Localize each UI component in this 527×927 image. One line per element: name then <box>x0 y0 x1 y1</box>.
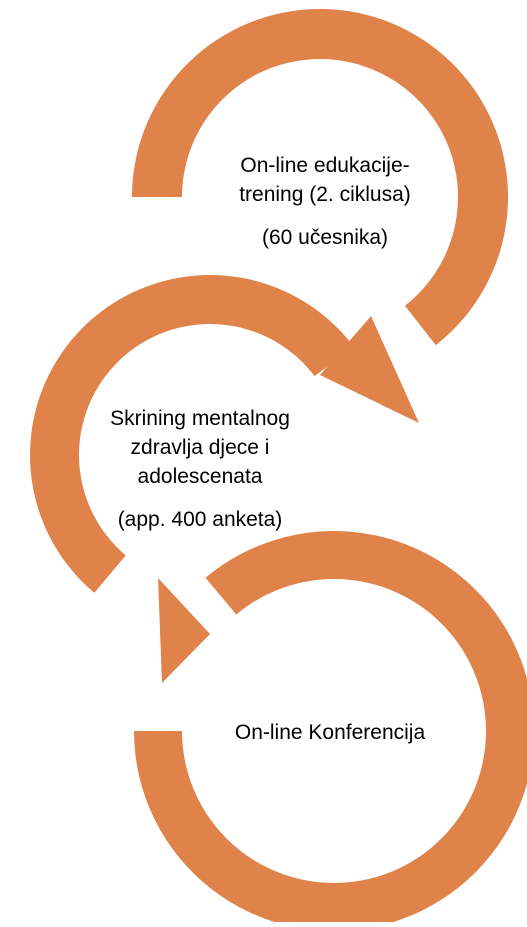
step-1-line-1: On-line edukacije- <box>240 154 410 177</box>
step-2-line-3: adolescenata <box>137 465 263 488</box>
step-2-detail: (app. 400 anketa) <box>117 508 283 531</box>
step-1-line-2: trening (2. ciklusa) <box>239 183 411 206</box>
step-2-line-1: Skrining mentalnog <box>110 407 290 430</box>
arrow-1-head <box>320 316 419 423</box>
step-1-detail: (60 učesnika) <box>261 226 389 249</box>
arrow-2-head <box>158 578 210 683</box>
step-3-label: On-line Konferencija <box>210 718 450 747</box>
step-3-line-1: On-line Konferencija <box>234 721 426 744</box>
step-2-line-2: zdravlja djece i <box>130 436 270 459</box>
step-2-label: Skrining mentalnog zdravlja djece i adol… <box>80 404 320 534</box>
arrow-2-ring <box>29 275 354 593</box>
arrow-group <box>29 8 527 927</box>
step-1-label: On-line edukacije- trening (2. ciklusa) … <box>210 151 440 252</box>
arrow-1-ring <box>132 8 509 346</box>
